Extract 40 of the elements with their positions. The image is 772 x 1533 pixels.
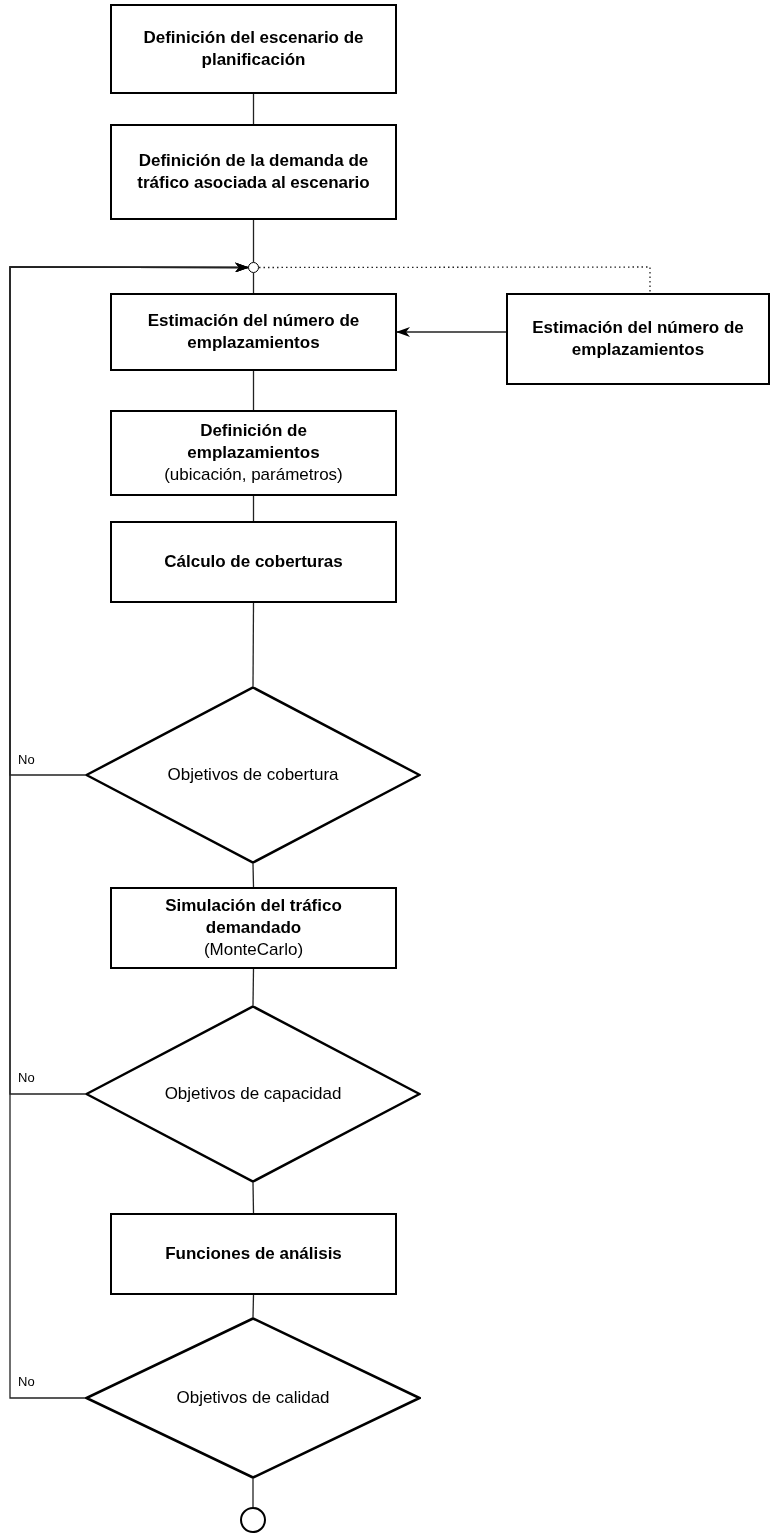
connector-circle <box>240 1507 266 1533</box>
connector-line <box>252 219 255 263</box>
connector-line <box>252 93 255 125</box>
step-label: Simulación del tráfico demandado <box>164 895 343 939</box>
step-note: (ubicación, parámetros) <box>164 464 343 486</box>
step-label: Definición de emplazamientos <box>186 420 321 464</box>
step-note: (MonteCarlo) <box>203 939 304 961</box>
connector-line <box>252 1182 255 1214</box>
connector-line <box>252 1478 254 1508</box>
connector-line <box>252 272 255 294</box>
step-label: Definición de la demanda de tráfico asociada al escenario <box>136 150 371 194</box>
process-box <box>506 293 770 385</box>
step-label: Funciones de análisis <box>165 1243 342 1265</box>
step-label: Definición del escenario de planificación <box>142 27 365 71</box>
dotted-connector <box>258 266 651 294</box>
edge-label: No <box>16 1374 37 1389</box>
connector-line <box>252 1294 255 1318</box>
process-box <box>110 887 397 969</box>
step-label: Cálculo de coberturas <box>164 551 343 573</box>
process-box <box>110 410 397 496</box>
decision-label: Objetivos de capacidad <box>164 1084 342 1104</box>
process-box <box>110 4 397 94</box>
arrow <box>396 327 507 337</box>
edge-label: No <box>16 752 37 767</box>
step-label: Estimación del número de emplazamientos <box>146 310 361 354</box>
process-box <box>110 521 397 603</box>
connector-circle <box>248 262 259 273</box>
arrow <box>9 262 249 1399</box>
connector-line <box>252 602 255 687</box>
edge-label: No <box>16 1070 37 1085</box>
step-label: Estimación del número de emplazamientos <box>531 317 745 361</box>
connector-line <box>252 495 255 522</box>
connector-line <box>252 968 255 1006</box>
connector-line <box>252 863 255 888</box>
process-box <box>110 1213 397 1295</box>
decision-label: Objetivos de calidad <box>176 1388 330 1408</box>
decision-label: Objetivos de cobertura <box>167 765 339 785</box>
process-box <box>110 124 397 220</box>
connector-line <box>252 370 255 411</box>
process-box <box>110 293 397 371</box>
